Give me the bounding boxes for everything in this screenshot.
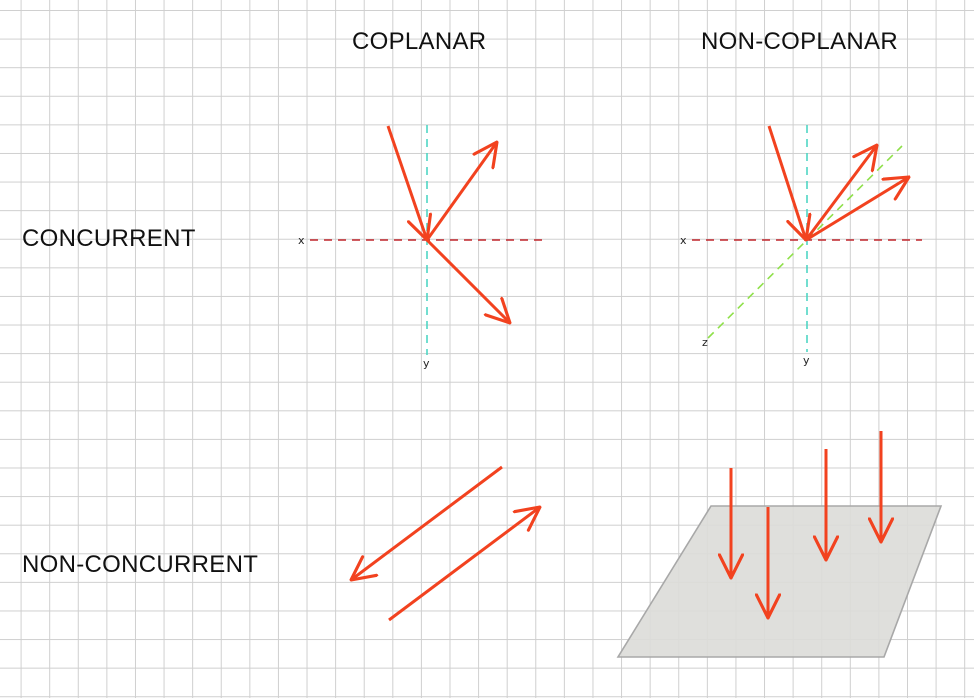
x-axis-label: x xyxy=(298,234,305,247)
force-arrow xyxy=(388,507,540,622)
y-axis-label: y xyxy=(423,357,430,370)
z-axis-label: z xyxy=(702,336,708,349)
force-arrow xyxy=(425,142,497,241)
force-arrow xyxy=(804,145,877,241)
force-arrow xyxy=(351,465,503,580)
force-arrow xyxy=(805,177,909,242)
panel-non-coplanar-concurrent: x y z xyxy=(680,125,922,367)
row-label-concurrent: CONCURRENT xyxy=(22,225,196,252)
header-non-coplanar: NON-COPLANAR xyxy=(701,28,898,55)
y-axis-label: y xyxy=(803,354,810,367)
force-arrow xyxy=(767,125,806,240)
force-arrow xyxy=(425,238,510,323)
row-label-non-concurrent: NON-CONCURRENT xyxy=(22,551,259,578)
panel-non-coplanar-non-concurrent xyxy=(616,431,943,658)
plane-shape xyxy=(616,505,943,658)
z-axis-line xyxy=(707,145,903,339)
panel-coplanar-non-concurrent xyxy=(351,465,540,622)
header-coplanar: COPLANAR xyxy=(352,28,487,55)
x-axis-label: x xyxy=(680,234,687,247)
panel-coplanar-concurrent: x y xyxy=(298,125,542,370)
force-arrow xyxy=(386,125,427,240)
